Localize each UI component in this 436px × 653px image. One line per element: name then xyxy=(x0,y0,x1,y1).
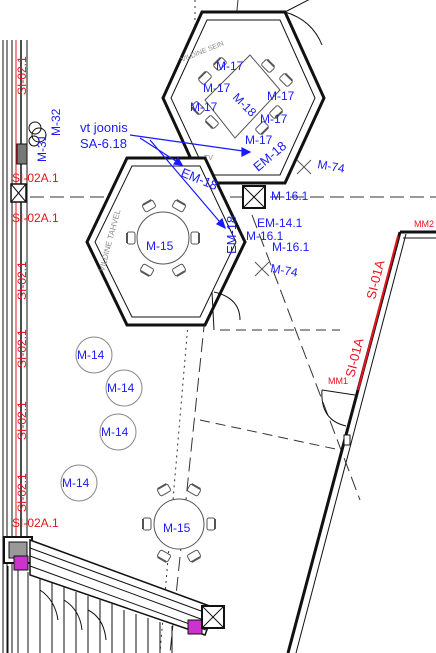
tag-m31: M-31 xyxy=(35,134,49,162)
wall-tag: SI-02A.1 xyxy=(12,211,59,225)
lamp-label: M-14 xyxy=(107,381,135,395)
door-top xyxy=(284,0,323,46)
callout-line1: vt joonis xyxy=(80,120,128,135)
fixture-label: M-74 xyxy=(316,157,346,176)
fixture-label: M-16.1 xyxy=(246,229,284,243)
left-wall-tags: SI-02.1 SI-02.1 SI-02.1 SI-02.1 SI-02.1 … xyxy=(12,56,59,530)
furniture-marker: M-17 xyxy=(260,112,288,126)
door-left-hex xyxy=(211,291,241,331)
wall-tag-mm: MM1 xyxy=(328,376,348,386)
wall-tag: SI-02A.1 xyxy=(12,516,59,530)
fixture-markers: M-74 M-74 M-16.1 EM-14.1 M-16.1 M-16.1 xyxy=(246,157,346,280)
door-right xyxy=(321,389,356,427)
wall-tag: SI-02.1 xyxy=(15,56,29,95)
fixture-label: M-74 xyxy=(269,261,299,280)
fixture-label: M-16.1 xyxy=(272,240,310,254)
tag-m32: M-32 xyxy=(49,108,63,136)
furniture-marker: M-17 xyxy=(245,133,273,147)
em-label: EM-18 xyxy=(224,216,239,254)
wall-post xyxy=(343,434,351,446)
lamp-label: M-14 xyxy=(62,476,90,490)
furniture-marker: M-17 xyxy=(203,81,231,95)
furniture-marker: M-17 xyxy=(216,59,244,73)
lamp xyxy=(75,336,113,374)
furniture-marker: M-17 xyxy=(190,100,218,114)
bottom-left-stairs xyxy=(7,538,225,653)
left-exterior-wall xyxy=(2,40,33,653)
table-marker: M-15 xyxy=(146,239,174,253)
round-table-bottom xyxy=(153,498,205,550)
fixture-label: M-16.1 xyxy=(271,189,309,203)
hexagon-meeting-room-left: VILDINE TAHVEL M-15 xyxy=(85,156,247,331)
lamp-label: M-14 xyxy=(77,348,105,362)
bottom-round-table-group: M-15 xyxy=(142,482,216,564)
tv-label: TV xyxy=(204,155,213,162)
hexagon-meeting-room-top: VILDINE SEIN TV M-17 M-17 M-18 M-17 M-17… xyxy=(161,0,326,185)
lamp-label: M-14 xyxy=(101,425,129,439)
lamp xyxy=(60,464,98,502)
round-table xyxy=(136,211,190,265)
fixture-label: EM-14.1 xyxy=(257,216,303,230)
conference-table xyxy=(204,54,281,139)
wall-tag: SI-02.1 xyxy=(15,473,29,512)
wall-tag: SI-02.1 xyxy=(15,261,29,300)
callout-line2: SA-6.18 xyxy=(80,136,127,151)
furniture-marker: M-17 xyxy=(267,89,295,103)
lamp xyxy=(99,413,137,451)
wall-symbol-cluster: M-31 M-32 xyxy=(28,108,63,162)
lamp xyxy=(105,369,143,407)
wall-tag-mm: MM2 xyxy=(414,219,434,229)
wall-tag: SI-02.1 xyxy=(15,401,29,440)
table-marker-bottom: M-15 xyxy=(163,521,191,535)
right-partition-wall: SI-01A SI-01A MM2 MM1 xyxy=(286,219,436,653)
wall-tag: SI-02.1 xyxy=(15,329,29,368)
wall-tag: SI-02A.1 xyxy=(12,171,59,185)
pendant-lamps: M-14 M-14 M-14 M-14 xyxy=(60,336,143,502)
